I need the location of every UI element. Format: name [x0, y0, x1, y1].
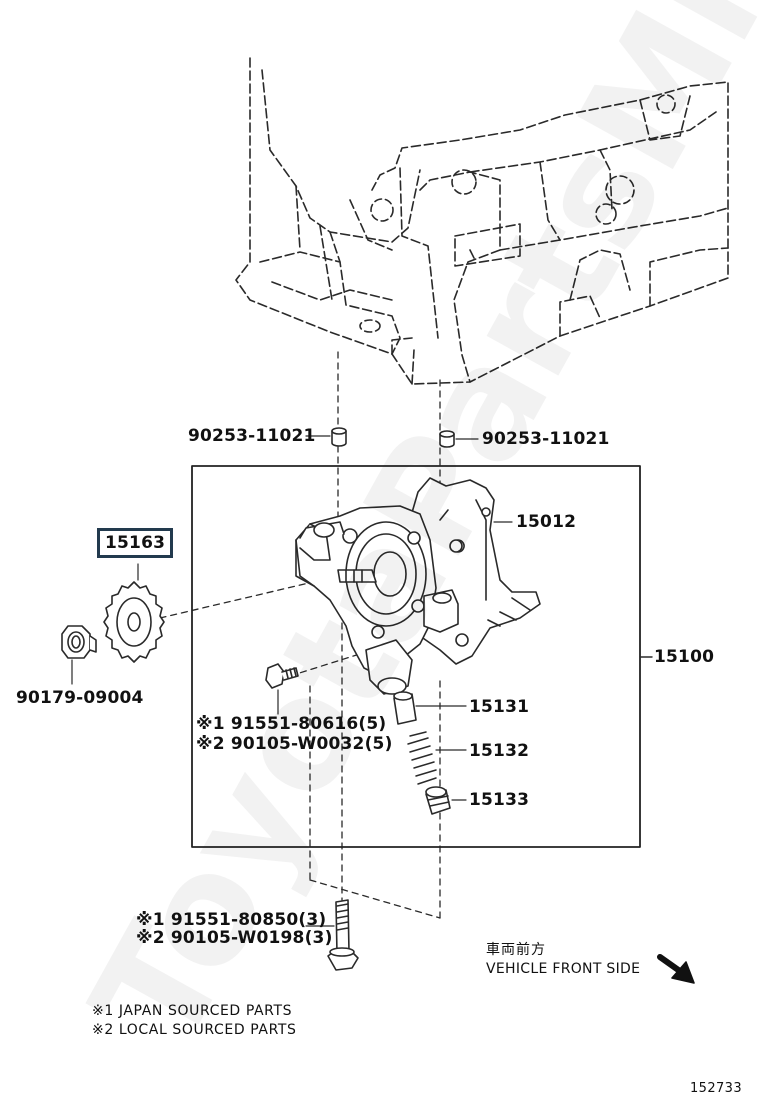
- part-number-collar-left[interactable]: 90253-11021: [188, 426, 316, 446]
- vehicle-front-side-en: VEHICLE FRONT SIDE: [486, 961, 641, 977]
- relief-valve-shape: [393, 691, 417, 725]
- spring-shape: [407, 731, 437, 785]
- vehicle-front-arrow-icon: [657, 954, 695, 984]
- part-number-plug[interactable]: 15133: [469, 790, 530, 810]
- vehicle-front-side-jp: 車両前方: [486, 942, 546, 958]
- part-number-assembly[interactable]: 15100: [654, 647, 715, 667]
- part-number-small-bolt-local[interactable]: ※2 90105-W0032(5): [196, 734, 393, 754]
- oil-pump-body: [295, 477, 541, 695]
- note-japan-sourced: ※1 JAPAN SOURCED PARTS: [92, 1003, 293, 1019]
- part-number-relief-valve[interactable]: 15131: [469, 697, 530, 717]
- part-number-long-bolt-jp[interactable]: ※1 91551-80850(3): [136, 910, 327, 930]
- part-number-small-bolt-jp[interactable]: ※1 91551-80616(5): [196, 714, 387, 734]
- part-number-sprocket[interactable]: 15163: [97, 528, 174, 558]
- plug-shape: [425, 786, 451, 815]
- engine-block-bosses: [359, 94, 676, 333]
- alignment-lines: [159, 351, 441, 919]
- part-number-collar-right[interactable]: 90253-11021: [482, 429, 610, 449]
- long-bolt-shape: [327, 899, 359, 971]
- part-number-spring[interactable]: 15132: [469, 741, 530, 761]
- note-local-sourced: ※2 LOCAL SOURCED PARTS: [92, 1022, 297, 1038]
- engine-block: [235, 57, 729, 385]
- part-number-pump-cover[interactable]: 15012: [516, 512, 577, 532]
- diagram-id: 152733: [690, 1081, 743, 1096]
- collar-left-shape: [331, 427, 347, 447]
- part-number-nut[interactable]: 90179-09004: [16, 688, 144, 708]
- part-number-long-bolt-local[interactable]: ※2 90105-W0198(3): [136, 928, 333, 948]
- collar-right-shape: [439, 430, 455, 448]
- nut-shape: [61, 625, 97, 659]
- sprocket-shape: [103, 581, 165, 663]
- small-bolt-shape: [265, 663, 299, 689]
